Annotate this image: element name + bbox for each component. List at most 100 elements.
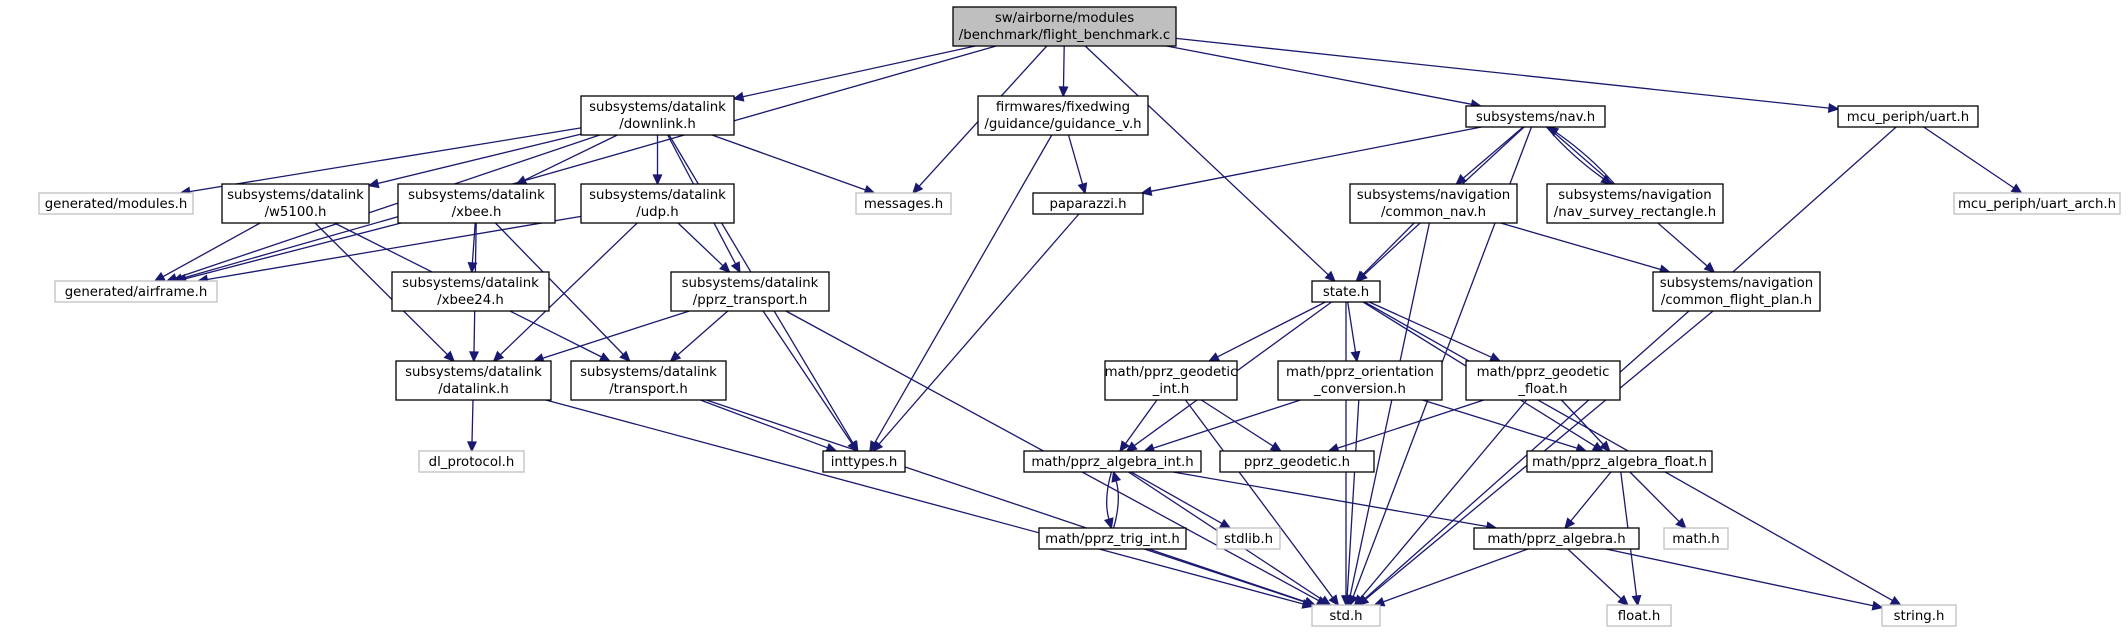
node-algebra-int[interactable]: math/pprz_algebra_int.h bbox=[1023, 450, 1202, 473]
node-label: /datalink.h bbox=[438, 382, 509, 397]
node-algebra[interactable]: math/pprz_algebra.h bbox=[1473, 527, 1640, 550]
node-label: sw/airborne/modules bbox=[995, 11, 1134, 26]
node-label: _float.h bbox=[1517, 382, 1567, 397]
node-box bbox=[418, 450, 525, 473]
node-state[interactable]: state.h bbox=[1311, 280, 1381, 303]
edge-guidance-v-to-inttypes bbox=[869, 134, 1053, 453]
node-airframe[interactable]: generated/airframe.h bbox=[54, 280, 218, 303]
node-geodetic-float[interactable]: math/pprz_geodetic _float.h bbox=[1465, 360, 1621, 401]
node-orientation-conv[interactable]: math/pprz_orientation _conversion.h bbox=[1277, 360, 1443, 401]
node-box bbox=[570, 360, 727, 401]
node-algebra-float[interactable]: math/pprz_algebra_float.h bbox=[1526, 450, 1713, 473]
edge-algebra-float-to-math bbox=[1629, 471, 1687, 530]
node-box bbox=[1526, 450, 1713, 473]
node-string[interactable]: string.h bbox=[1881, 604, 1957, 627]
node-uart[interactable]: mcu_periph/uart.h bbox=[1837, 105, 1979, 128]
node-common-nav[interactable]: subsystems/navigation/common_nav.h bbox=[1349, 183, 1518, 224]
node-nav[interactable]: subsystems/nav.h bbox=[1465, 105, 1606, 128]
node-guidance-v[interactable]: firmwares/fixedwing/guidance/guidance_v.… bbox=[977, 95, 1149, 136]
node-dl-protocol[interactable]: dl_protocol.h bbox=[418, 450, 525, 473]
node-box bbox=[1219, 450, 1375, 473]
edge-common-nav-to-common-flight-plan bbox=[1500, 222, 1671, 275]
node-label: subsystems/datalink bbox=[589, 100, 726, 115]
edge-paparazzi-to-inttypes bbox=[872, 213, 1080, 453]
node-label: subsystems/datalink bbox=[589, 188, 726, 203]
node-box bbox=[670, 271, 830, 312]
edge-algebra-to-float bbox=[1567, 548, 1629, 607]
node-udp[interactable]: subsystems/datalink/udp.h bbox=[580, 183, 735, 224]
node-label: /guidance/guidance_v.h bbox=[984, 117, 1141, 132]
edge-state-to-geodetic-float bbox=[1368, 301, 1502, 362]
node-box bbox=[977, 95, 1149, 136]
node-label: pprz_geodetic.h bbox=[1244, 455, 1350, 470]
edge-common-nav-to-state bbox=[1355, 222, 1415, 283]
edge-algebra-float-to-algebra bbox=[1564, 471, 1612, 530]
node-label: math/pprz_algebra_int.h bbox=[1031, 455, 1193, 470]
node-label: math/pprz_geodetic bbox=[1477, 365, 1610, 380]
node-box bbox=[855, 192, 952, 215]
edge-nav-survey-to-nav bbox=[1547, 126, 1615, 185]
node-trig-int[interactable]: math/pprz_trig_int.h bbox=[1038, 527, 1187, 550]
node-label: mcu_periph/uart.h bbox=[1847, 110, 1969, 125]
node-label: subsystems/datalink bbox=[402, 276, 539, 291]
node-pprz-geodetic[interactable]: pprz_geodetic.h bbox=[1219, 450, 1375, 473]
node-common-flight-plan[interactable]: subsystems/navigation/common_flight_plan… bbox=[1652, 271, 1821, 312]
node-label: math/pprz_trig_int.h bbox=[1045, 532, 1180, 547]
edge-w5100-to-datalink bbox=[314, 222, 456, 363]
node-label: /udp.h bbox=[636, 205, 678, 220]
node-flight-benchmark[interactable]: sw/airborne/modules/benchmark/flight_ben… bbox=[952, 6, 1177, 47]
node-transport[interactable]: subsystems/datalink/transport.h bbox=[570, 360, 727, 401]
node-messages[interactable]: messages.h bbox=[855, 192, 952, 215]
node-box bbox=[1311, 604, 1381, 627]
node-label: _conversion.h bbox=[1313, 382, 1406, 397]
edge-trig-int-to-algebra-int bbox=[1111, 470, 1122, 529]
node-math[interactable]: math.h bbox=[1663, 527, 1729, 550]
node-uart-arch[interactable]: mcu_periph/uart_arch.h bbox=[1953, 192, 2121, 215]
node-label: /w5100.h bbox=[265, 205, 327, 220]
node-xbee24[interactable]: subsystems/datalink/xbee24.h bbox=[391, 271, 550, 312]
edge-trig-int-to-std bbox=[1144, 548, 1316, 607]
node-downlink[interactable]: subsystems/datalink/downlink.h bbox=[580, 95, 735, 136]
node-datalink[interactable]: subsystems/datalink/datalink.h bbox=[395, 360, 552, 401]
node-w5100[interactable]: subsystems/datalink/w5100.h bbox=[221, 183, 370, 224]
node-box bbox=[822, 450, 906, 473]
node-label: /pprz_transport.h bbox=[693, 293, 808, 308]
node-geodetic-int[interactable]: math/pprz_geodetic_int.h bbox=[1104, 360, 1238, 401]
node-label: subsystems/navigation bbox=[1357, 188, 1510, 203]
node-label: subsystems/datalink bbox=[682, 276, 819, 291]
edge-nav-to-nav-survey bbox=[1546, 126, 1613, 185]
edge-geodetic-int-to-algebra-int bbox=[1119, 399, 1158, 453]
node-label: firmwares/fixedwing bbox=[996, 100, 1130, 115]
node-box bbox=[580, 95, 735, 136]
node-modules-gen[interactable]: generated/modules.h bbox=[38, 192, 194, 215]
edge-orientation-conv-to-algebra-int bbox=[1143, 399, 1301, 453]
node-xbee[interactable]: subsystems/datalink/xbee.h bbox=[397, 183, 556, 224]
node-box bbox=[1104, 360, 1238, 401]
edge-downlink-to-messages bbox=[711, 134, 876, 195]
edge-algebra-int-to-trig-int bbox=[1103, 471, 1114, 530]
edge-nav-to-paparazzi bbox=[1140, 126, 1482, 197]
node-box bbox=[1277, 360, 1443, 401]
edge-geodetic-float-to-pprz-geodetic bbox=[1327, 399, 1485, 453]
node-box bbox=[1652, 271, 1821, 312]
node-label: /common_flight_plan.h bbox=[1661, 293, 1812, 308]
node-label: math/pprz_orientation bbox=[1286, 365, 1434, 380]
edge-nav-to-common-nav bbox=[1455, 126, 1524, 186]
node-inttypes[interactable]: inttypes.h bbox=[822, 450, 906, 473]
edge-flight-benchmark-to-guidance-v bbox=[1058, 45, 1069, 98]
node-nav-survey[interactable]: subsystems/navigation/nav_survey_rectang… bbox=[1546, 183, 1724, 224]
node-box bbox=[397, 183, 556, 224]
edge-geodetic-int-to-pprz-geodetic bbox=[1200, 399, 1283, 452]
node-box bbox=[1023, 450, 1202, 473]
node-float[interactable]: float.h bbox=[1606, 604, 1672, 627]
edge-flight-benchmark-to-uart bbox=[1175, 37, 1840, 114]
node-box bbox=[1881, 604, 1957, 627]
node-label: math/pprz_algebra.h bbox=[1487, 532, 1625, 547]
edge-pprz-transport-to-inttypes bbox=[762, 310, 858, 453]
node-paparazzi[interactable]: paparazzi.h bbox=[1032, 192, 1144, 215]
node-pprz-transport[interactable]: subsystems/datalink/pprz_transport.h bbox=[670, 271, 830, 312]
edge-algebra-to-string bbox=[1605, 548, 1884, 611]
node-std[interactable]: std.h bbox=[1311, 604, 1381, 627]
node-stdlib[interactable]: stdlib.h bbox=[1216, 527, 1281, 550]
